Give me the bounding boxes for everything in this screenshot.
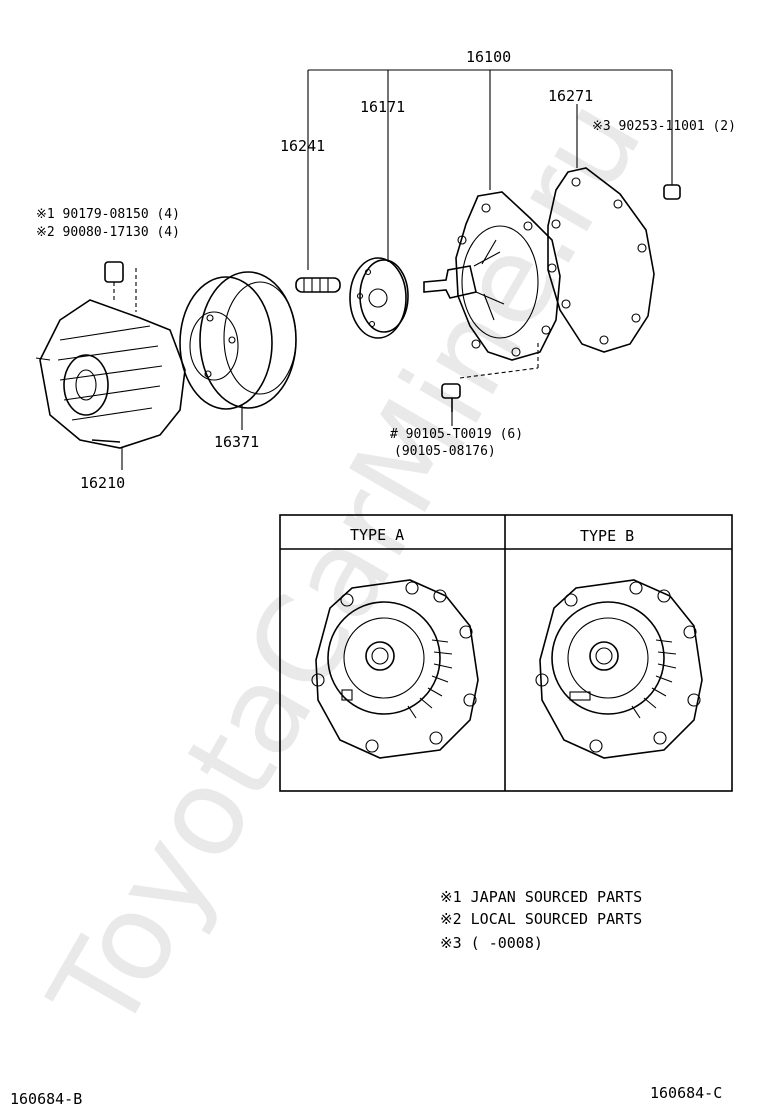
gasket-illustration	[547, 167, 655, 353]
label-assembly-16100: 16100	[466, 48, 511, 66]
label-stud-16241: 16241	[280, 137, 325, 155]
type-comparison-table	[279, 514, 733, 792]
water-pump-illustration	[423, 191, 561, 379]
plate-illustration	[349, 257, 409, 339]
type-b-pump-face	[535, 579, 703, 759]
footer-code-right: 160684-C	[650, 1084, 722, 1102]
label-note1-part: ※1 90179-08150 (4)	[36, 207, 180, 222]
plug-illustration	[663, 184, 681, 200]
label-note3-part: ※3 90253-11001 (2)	[592, 119, 736, 134]
assembly-bracket	[307, 69, 673, 270]
label-plate-16171: 16171	[360, 98, 405, 116]
label-note2-part: ※2 90080-17130 (4)	[36, 225, 180, 240]
legend-note-3: ※3 ( -0008)	[440, 934, 543, 952]
footer-code-left: 160684-B	[10, 1090, 82, 1108]
label-gasket-16271: 16271	[548, 87, 593, 105]
label-fan-coupling-16210: 16210	[80, 474, 125, 492]
label-bolt-alt: (90105-08176)	[394, 444, 496, 459]
legend-note-2: ※2 LOCAL SOURCED PARTS	[440, 910, 642, 928]
type-a-pump-face	[311, 579, 479, 759]
stud-illustration	[295, 277, 341, 293]
bolt-illustration	[441, 383, 461, 426]
fan-coupling-illustration	[35, 261, 186, 470]
legend-note-1: ※1 JAPAN SOURCED PARTS	[440, 888, 642, 906]
type-a-header: TYPE A	[350, 526, 404, 544]
type-b-header: TYPE B	[580, 527, 634, 545]
label-pulley-16371: 16371	[214, 433, 259, 451]
pulley-illustration	[179, 271, 297, 430]
label-bolt-part: # 90105-T0019 (6)	[390, 427, 523, 442]
watermark: ToyotaCarMine.ru	[24, 77, 669, 1055]
